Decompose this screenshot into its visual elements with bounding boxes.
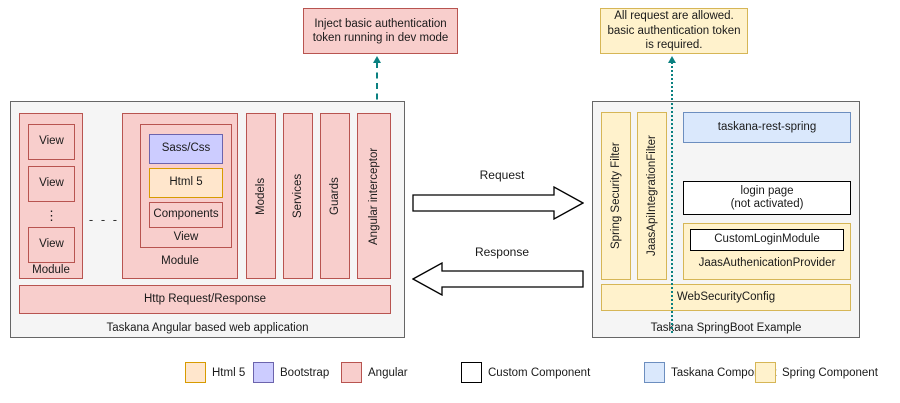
springboot-boundary-connector	[671, 103, 673, 333]
jaas-authentication-provider-label: JaasAuthenicationProvider	[698, 257, 836, 270]
module-b-item-sass-css: Sass/Css	[149, 134, 223, 164]
legend-label-spring-component: Spring Component	[782, 366, 878, 379]
module-a-ellipsis: ⋮	[45, 207, 58, 223]
column-models-label: Models	[255, 177, 267, 215]
callout-right-text: All request are allowed. basic authentic…	[607, 10, 741, 52]
module-b-item-components: Components	[149, 202, 223, 228]
taskana-rest-spring: taskana-rest-spring	[683, 112, 851, 143]
legend-swatch-angular	[341, 362, 362, 383]
login-page-line2: (not activated)	[730, 198, 804, 210]
custom-login-module: CustomLoginModule	[690, 229, 844, 251]
web-security-config-label: WebSecurityConfig	[676, 290, 776, 303]
legend-swatch-spring-component	[755, 362, 776, 383]
legend-swatch-bootstrap	[253, 362, 274, 383]
callout-left-arrowhead	[373, 56, 381, 63]
module-a-view-3-label: View	[39, 238, 64, 251]
module-a-view-1-label: View	[39, 135, 64, 148]
legend-swatch-taskana-component	[644, 362, 665, 383]
legend-item-taskana-component: Taskana Component	[644, 362, 776, 383]
module-b-item-sass-css-label: Sass/Css	[161, 142, 211, 155]
request-label: Request	[479, 168, 525, 183]
login-page-line1: login page	[740, 184, 794, 197]
callout-left-text: Inject basic authentication token runnin…	[312, 17, 449, 44]
legend-label-taskana-component: Taskana Component	[671, 366, 777, 379]
legend-label-bootstrap: Bootstrap	[280, 366, 330, 379]
legend-label-custom-component: Custom Component	[488, 366, 591, 379]
modules-separator: - - -	[88, 211, 120, 227]
jaas-api-integration-filter-label: JaasApiIntegrationFilter	[646, 135, 658, 257]
module-b-item-html5: Html 5	[149, 168, 223, 198]
legend-item-bootstrap: Bootstrap	[253, 362, 329, 383]
custom-login-module-label: CustomLoginModule	[714, 233, 820, 246]
jaas-api-integration-filter: JaasApiIntegrationFilter	[637, 112, 667, 280]
taskana-rest-spring-label: taskana-rest-spring	[717, 120, 817, 133]
module-b-item-html5-label: Html 5	[169, 176, 203, 189]
module-a-view-3: View	[28, 227, 75, 263]
response-arrow	[412, 262, 584, 296]
web-security-config: WebSecurityConfig	[601, 284, 851, 311]
column-angular-interceptor-label: Angular interceptor	[368, 147, 380, 245]
column-guards-label: Guards	[329, 177, 341, 215]
http-request-response-bar: Http Request/Response	[19, 285, 391, 314]
legend-label-angular: Angular	[368, 366, 408, 379]
legend-swatch-html5	[185, 362, 206, 383]
spring-security-filter: Spring Security Filter	[601, 112, 631, 280]
http-request-response-label: Http Request/Response	[143, 292, 267, 305]
module-a-view-2-label: View	[39, 177, 64, 190]
column-services: Services	[283, 113, 313, 279]
module-a-view-1: View	[28, 124, 75, 160]
angular-app-caption: Taskana Angular based web application	[106, 322, 309, 334]
legend-item-angular: Angular	[341, 362, 408, 383]
callout-right: All request are allowed. basic authentic…	[600, 8, 748, 54]
column-models: Models	[246, 113, 276, 279]
springboot-caption: Taskana SpringBoot Example	[650, 322, 802, 334]
spring-security-filter-label: Spring Security Filter	[610, 142, 622, 250]
callout-left: Inject basic authentication token runnin…	[303, 8, 458, 54]
column-angular-interceptor: Angular interceptor	[357, 113, 391, 279]
legend-swatch-custom-component	[461, 362, 482, 383]
legend-item-custom-component: Custom Component	[461, 362, 590, 383]
module-b-item-components-label: Components	[153, 208, 219, 221]
column-services-label: Services	[292, 173, 304, 219]
login-page: login page (not activated)	[683, 181, 851, 215]
callout-right-connector	[671, 62, 673, 112]
request-arrow	[412, 186, 584, 220]
module-b-view-label: View	[173, 231, 199, 244]
callout-right-arrowhead	[668, 56, 676, 63]
legend-item-html5: Html 5	[185, 362, 245, 383]
column-guards: Guards	[320, 113, 350, 279]
module-a-label: Module	[32, 264, 70, 277]
response-label: Response	[474, 245, 530, 260]
callout-left-connector	[376, 62, 378, 110]
module-b-label: Module	[161, 255, 199, 268]
legend-label-html5: Html 5	[212, 366, 246, 379]
module-a-view-2: View	[28, 166, 75, 202]
legend-item-spring-component: Spring Component	[755, 362, 878, 383]
